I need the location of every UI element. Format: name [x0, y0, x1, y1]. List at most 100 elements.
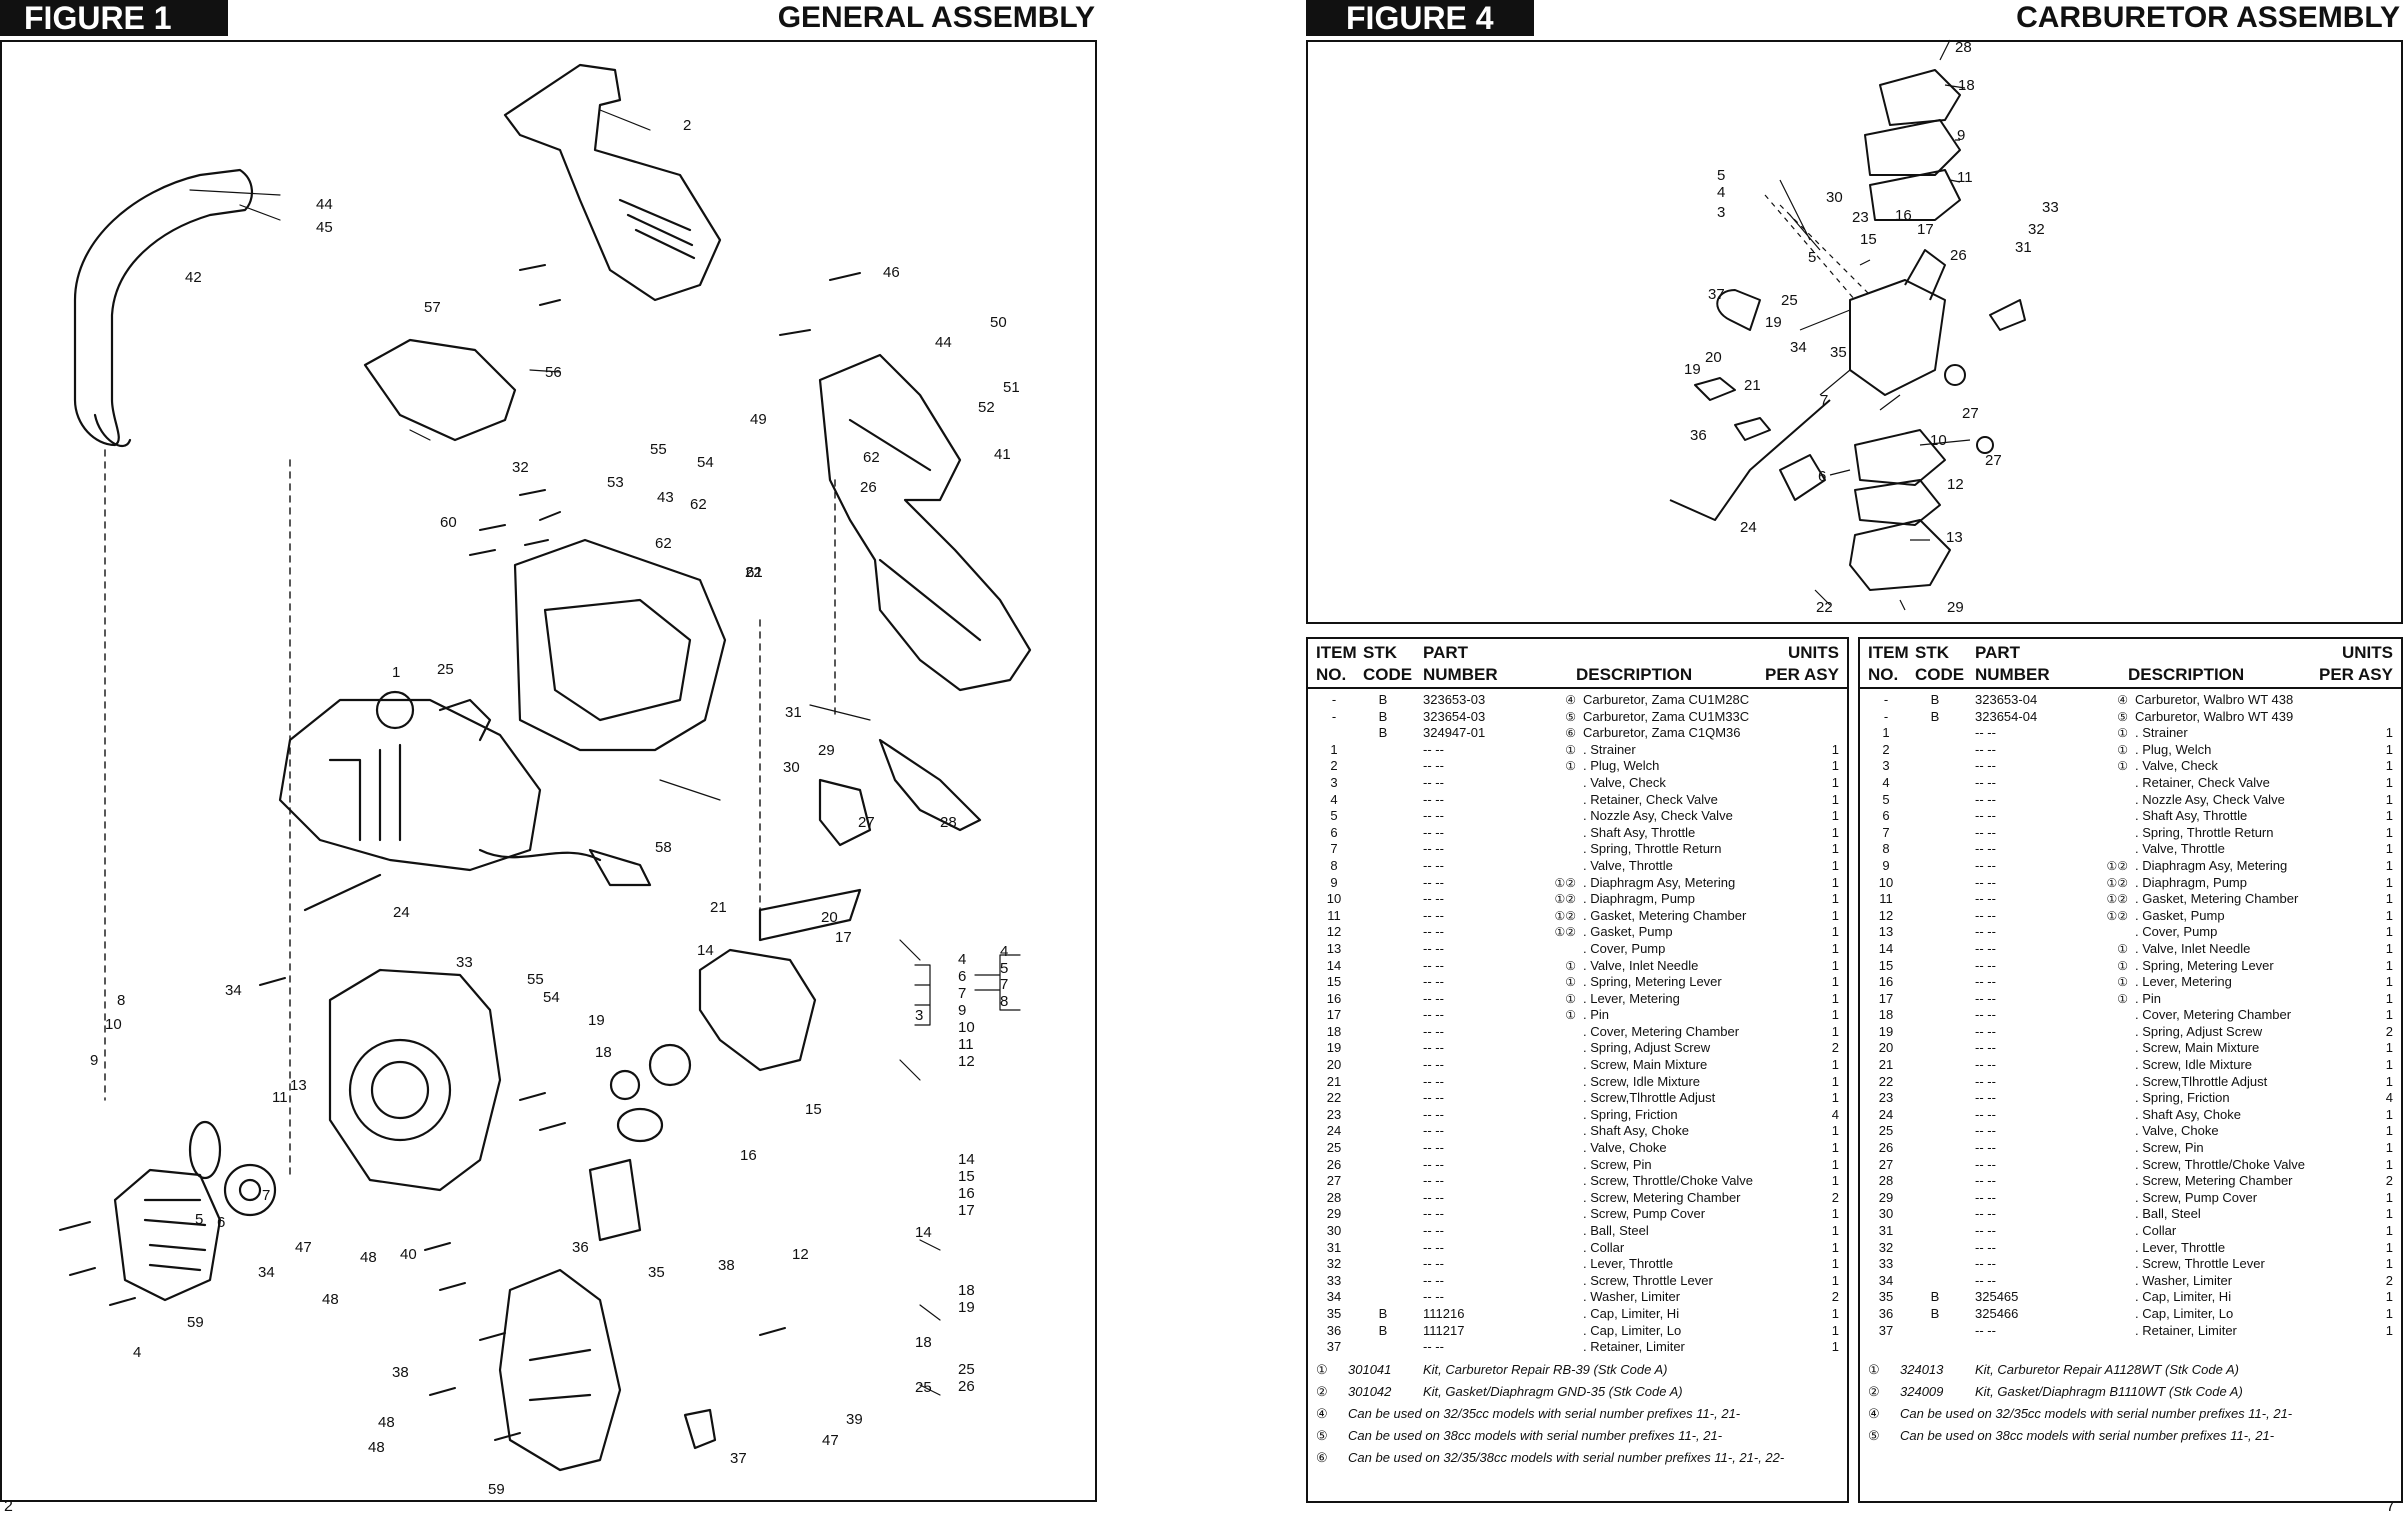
cell-description: . Screw, Main Mixture [2135, 1040, 2260, 1056]
cell-part-number: -- -- [1975, 841, 1996, 857]
cell-mark: ① [2117, 991, 2128, 1006]
callout-label: 24 [393, 904, 410, 921]
hdr-part: PART [1975, 643, 2021, 662]
callout-label: 29 [818, 742, 835, 759]
cell-item: 25 [1326, 1140, 1342, 1156]
cell-description: . Valve, Inlet Needle [2135, 940, 2251, 956]
cell-units: 1 [2385, 791, 2393, 807]
cell-item: 12 [1326, 924, 1342, 940]
callout-label: 29 [1947, 599, 1964, 616]
callout-label: 49 [750, 411, 767, 428]
cell-units: 1 [2385, 907, 2393, 923]
callout-label: 27 [1985, 452, 2002, 469]
cell-mark: ① [1565, 742, 1576, 757]
general-assembly-frame [0, 40, 1097, 1502]
cell-item: 30 [1878, 1206, 1894, 1222]
cell-item: 31 [1326, 1239, 1342, 1255]
callout-label: 44 [316, 196, 333, 213]
cell-part-number: -- -- [1423, 1123, 1444, 1139]
callout-label: 4 [133, 1344, 142, 1361]
callout-label: 7 [262, 1187, 271, 1204]
cell-item: 23 [1878, 1090, 1894, 1106]
cell-item: 33 [1878, 1256, 1894, 1272]
cell-description: . Valve, Inlet Needle [1583, 957, 1699, 973]
hdr-description: DESCRIPTION [1576, 665, 1693, 684]
cell-item: 4 [1882, 774, 1890, 790]
cell-units: 1 [1831, 1173, 1839, 1189]
cell-units: 1 [1831, 1057, 1839, 1073]
callout-label: 14 [697, 942, 714, 959]
cell-mark: ① [1565, 958, 1576, 973]
cell-item: 35 [1326, 1305, 1342, 1321]
callout-label: 48 [378, 1414, 395, 1431]
hdr-item: ITEM [1316, 643, 1357, 662]
note-text: Can be used on 32/35cc models with seria… [1900, 1406, 2293, 1421]
cell-code: B [1930, 692, 1940, 707]
cell-units: 1 [1831, 1256, 1839, 1272]
cell-mark: ① [1565, 975, 1576, 990]
cell-part-number: -- -- [1975, 1040, 1996, 1056]
cell-units: 1 [2385, 1239, 2393, 1255]
callout-label: 20 [1705, 349, 1722, 366]
cell-code: B [1378, 708, 1388, 724]
cell-description: . Cap, Limiter, Hi [2135, 1289, 2232, 1305]
callout-label: 19 [1684, 361, 1701, 378]
cell-units: 1 [2385, 1073, 2393, 1089]
cell-part-number: -- -- [1975, 791, 1996, 807]
cell-description: . Nozzle Asy, Check Valve [1583, 808, 1733, 824]
cell-description: . Valve, Choke [1583, 1140, 1667, 1156]
cell-units: 1 [2385, 1305, 2393, 1321]
note-text: Kit, Gasket/Diaphragm GND-35 (Stk Code A… [1423, 1384, 1683, 1399]
cell-mark: ① [1565, 1008, 1576, 1023]
cell-part-number: -- -- [1975, 741, 1996, 757]
cell-mark: ④ [2117, 693, 2128, 707]
cell-part-number: -- -- [1975, 1189, 1996, 1205]
cell-item: 11 [1327, 907, 1341, 923]
cell-description: . Collar [1583, 1239, 1625, 1255]
cell-units: 1 [1831, 1073, 1839, 1089]
callout-label: 26 [860, 479, 877, 496]
cell-part-number: -- -- [1423, 1156, 1444, 1172]
cell-code: B [1930, 1305, 1940, 1321]
cell-part-number: -- -- [1423, 824, 1444, 840]
cell-part-number: 111217 [1423, 1322, 1465, 1338]
tree-item: 5 [1000, 959, 1009, 977]
callout-label: 16 [1895, 207, 1912, 224]
cell-mark: ① [2117, 759, 2128, 774]
cell-description: . Shaft Asy, Throttle [2135, 808, 2248, 824]
callout-label: 47 [295, 1239, 312, 1256]
callout-label: 24 [1740, 519, 1757, 536]
cell-description: . Screw, Metering Chamber [2135, 1173, 2293, 1189]
cell-part-number: -- -- [1423, 841, 1444, 857]
hdr-code: CODE [1915, 665, 1965, 684]
cell-description: . Valve, Throttle [1583, 857, 1673, 873]
callout-label: 13 [1946, 529, 1963, 546]
callout-label: 55 [650, 441, 667, 458]
cell-description: . Screw, Pin [1583, 1156, 1652, 1172]
callout-label: 48 [322, 1291, 339, 1308]
callout-label: 6 [217, 1214, 226, 1231]
cell-description: . Diaphragm, Pump [1583, 891, 1695, 907]
callout-label: 20 [821, 909, 838, 926]
cell-part-number: -- -- [1423, 1189, 1444, 1205]
callout-label: 34 [1790, 339, 1807, 356]
